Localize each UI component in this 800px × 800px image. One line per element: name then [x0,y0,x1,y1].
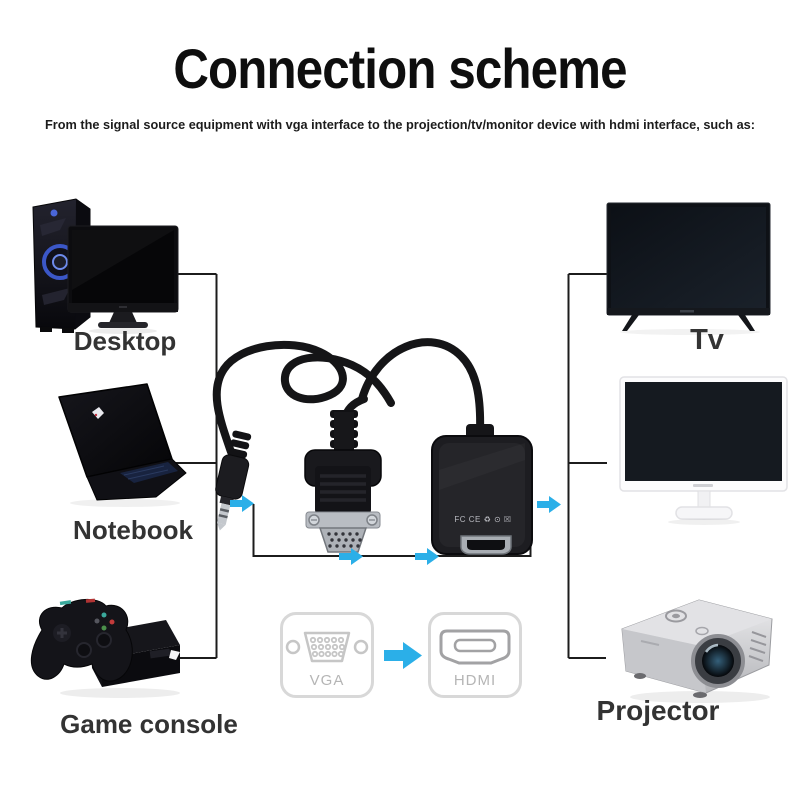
arrow-vga-to-hdmi-icon [384,642,422,669]
notebook-label: Notebook [73,515,193,545]
monitor-image [619,376,788,525]
adapter-markings: FC CE ♻ ⊙ ☒ [454,515,512,524]
hdmi-adapter-image [431,424,533,555]
desktop-label: Desktop [73,326,177,356]
vga-icon-box: VGA [280,612,374,698]
hdmi-icon-label: HDMI [453,672,497,689]
hdmi-port-icon [439,629,511,665]
gamepad-image [30,598,133,682]
page-title: Connection scheme [173,37,627,100]
vga-port-icon [285,631,369,663]
projector-label: Projector [596,695,720,726]
tv-image [606,202,771,335]
notebook-image [58,383,187,507]
game-console-label: Game console [60,709,238,739]
arrow-adapter-out-icon [537,496,561,513]
audio-cable [212,340,395,456]
game-console-image [30,598,180,698]
page-subtitle: From the signal source equipment with vg… [44,117,756,132]
connection-lines [175,273,607,659]
tv-label: Tv [690,324,724,356]
vga-icon-label: VGA [309,672,345,689]
hdmi-icon-box: HDMI [428,612,522,698]
projector-image [621,599,773,703]
audio-jack-image [215,430,252,531]
hdmi-cable [358,338,485,436]
vga-connector-image [304,410,382,553]
desktop-monitor-image [67,225,179,334]
